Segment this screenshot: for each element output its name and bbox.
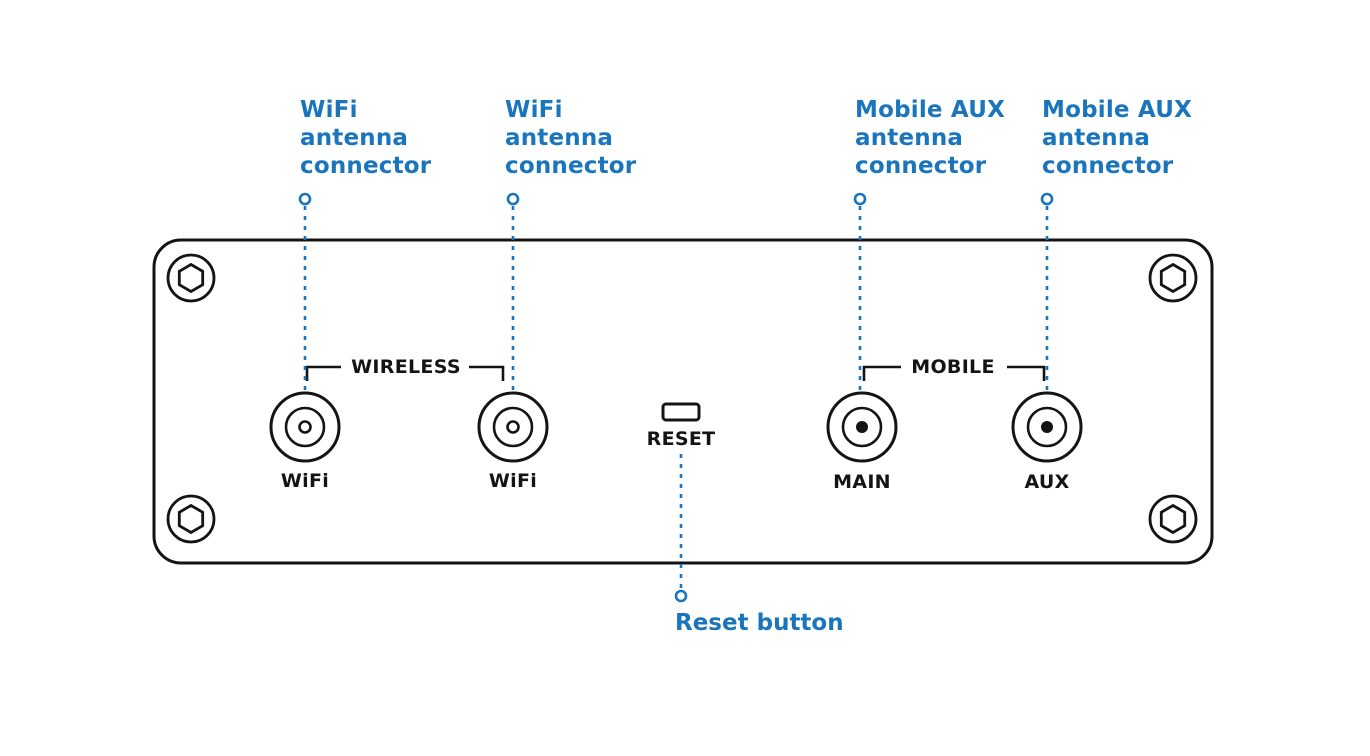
callout-line: connector: [1042, 153, 1174, 179]
leader-endpoint-reset: [674, 589, 688, 603]
callout-line: WiFi: [300, 97, 358, 123]
callout-wifi-antenna-connector-1: WiFi antenna connector: [300, 96, 431, 180]
callout-mobile-aux-antenna-connector-2: Mobile AUX antenna connector: [1042, 96, 1192, 180]
mobile-main-connector: [826, 391, 898, 463]
mobile-main-label: MAIN: [833, 471, 891, 493]
screw-top-right-icon: [1148, 253, 1198, 303]
wireless-bracket-left: [305, 365, 341, 381]
mobile-aux-connector: [1011, 391, 1083, 463]
mobile-group-label: MOBILE: [911, 356, 995, 378]
callout-mobile-aux-antenna-connector-1: Mobile AUX antenna connector: [855, 96, 1005, 180]
callout-line: antenna: [300, 125, 409, 151]
leader-lines: [303, 206, 1049, 588]
leader-endpoints: [298, 192, 1054, 603]
wireless-group-label: WIRELESS: [351, 356, 461, 378]
screw-top-left-icon: [166, 253, 216, 303]
callout-line: WiFi: [505, 97, 563, 123]
screw-bottom-left-icon: [166, 494, 216, 544]
callout-wifi-antenna-connector-2: WiFi antenna connector: [505, 96, 636, 180]
leader-endpoint-wifi-2: [506, 192, 520, 206]
leader-endpoint-wifi-1: [298, 192, 312, 206]
screw-bottom-right-icon: [1148, 494, 1198, 544]
callout-line: antenna: [505, 125, 614, 151]
reset-button: [661, 402, 701, 422]
wifi-connector-1: [269, 391, 341, 463]
wifi-connector-2: [477, 391, 549, 463]
mobile-aux-label: AUX: [1024, 471, 1070, 493]
callout-line: connector: [300, 153, 432, 179]
callout-line: connector: [505, 153, 637, 179]
mobile-bracket-left: [862, 365, 901, 381]
group-brackets: [305, 365, 1046, 381]
callout-line: Mobile AUX: [1042, 97, 1193, 123]
mobile-bracket-right: [1007, 365, 1046, 381]
wifi-connector-1-label: WiFi: [280, 470, 330, 492]
leader-endpoint-mobile-main: [853, 192, 867, 206]
callout-line: connector: [855, 153, 987, 179]
reset-button-callout-label: Reset button: [675, 610, 844, 636]
device-panel-outline: [152, 238, 1214, 565]
reset-label: RESET: [646, 428, 716, 450]
corner-screws: [166, 253, 1198, 544]
wifi-connector-2-label: WiFi: [488, 470, 538, 492]
callout-line: Mobile AUX: [855, 97, 1006, 123]
wireless-bracket-right: [469, 365, 505, 381]
callout-line: antenna: [855, 125, 964, 151]
leader-endpoint-mobile-aux: [1040, 192, 1054, 206]
callout-line: antenna: [1042, 125, 1151, 151]
